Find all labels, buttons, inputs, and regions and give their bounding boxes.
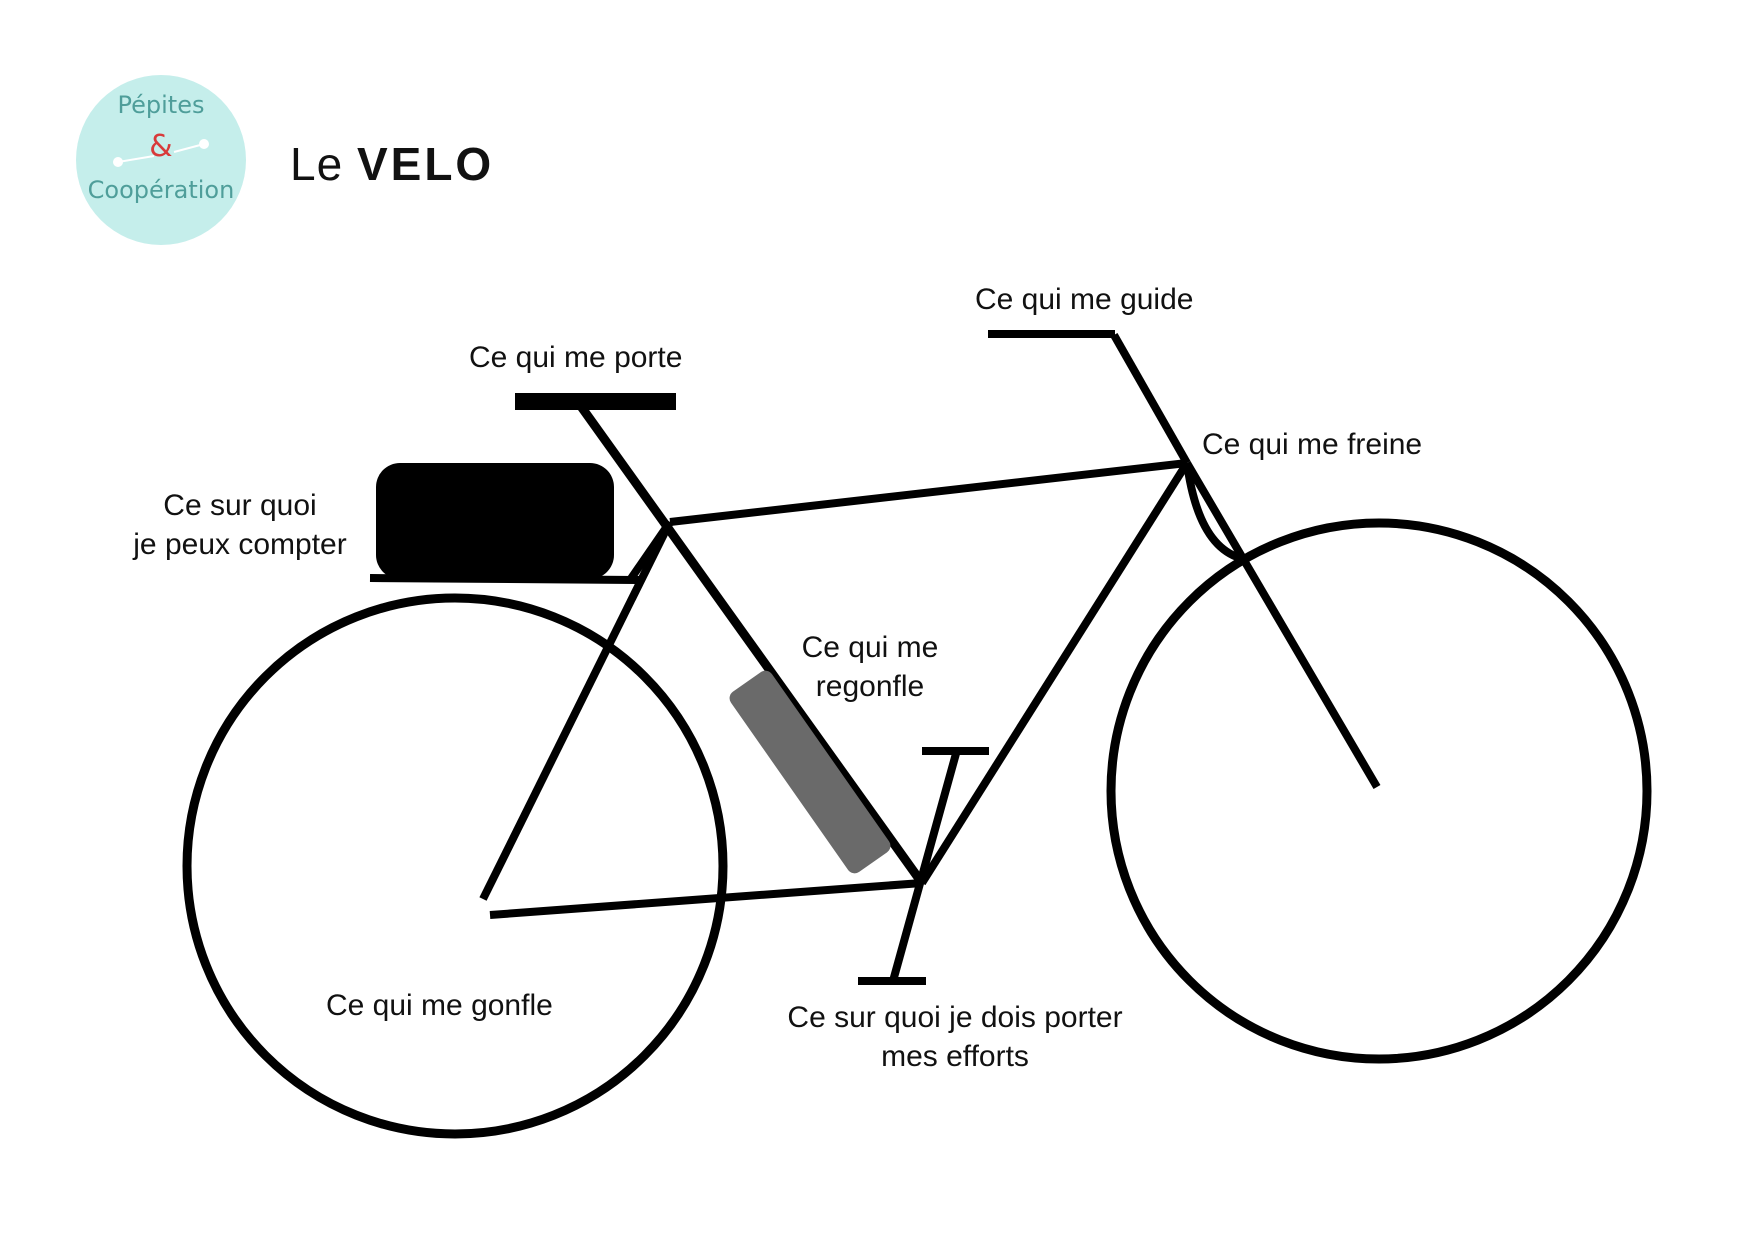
seat-stay — [479, 520, 674, 901]
down-tube — [918, 460, 1191, 886]
top-tube — [669, 459, 1188, 526]
label-porte: Ce qui me porte — [469, 341, 683, 374]
label-efforts-line-2: mes efforts — [881, 1040, 1029, 1073]
label-regonfle-line-2: regonfle — [815, 670, 925, 703]
logo-constellation — [113, 139, 209, 167]
logo-line-1: Pépites — [117, 91, 205, 119]
handlebar — [988, 330, 1115, 338]
brake-cable — [1183, 462, 1242, 562]
fork — [1183, 460, 1381, 790]
chain-stay — [489, 879, 923, 919]
label-compter: Ce sur quoi je peux compter — [110, 486, 370, 564]
seat-tube — [576, 402, 926, 886]
page-title: Le VELO — [290, 137, 494, 191]
label-compter-line-2: je peux compter — [133, 528, 347, 561]
rack-strut — [626, 519, 674, 583]
logo-line-2: Coopération — [87, 176, 235, 204]
label-efforts: Ce sur quoi je dois porter mes efforts — [755, 998, 1155, 1076]
handlebar-stem — [1110, 333, 1191, 465]
label-regonfle-line-1: Ce qui me — [801, 631, 939, 664]
label-efforts-line-1: Ce sur quoi je dois porter — [787, 1001, 1123, 1034]
label-compter-line-1: Ce sur quoi — [163, 489, 317, 522]
pump — [729, 670, 891, 874]
bag — [376, 463, 614, 579]
label-guide: Ce qui me guide — [975, 283, 1194, 316]
logo-ampersand: & — [149, 129, 173, 164]
label-regonfle: Ce qui me regonfle — [770, 628, 970, 706]
front-wheel — [1106, 518, 1652, 1064]
label-gonfle: Ce qui me gonfle — [326, 989, 553, 1022]
saddle — [515, 393, 676, 410]
title-emphasis: VELO — [356, 138, 495, 190]
rear-wheel — [182, 593, 728, 1139]
crank-arm — [889, 748, 961, 983]
logo: Pépites & Coopération — [76, 75, 246, 245]
label-freine: Ce qui me freine — [1202, 428, 1423, 461]
title-prefix: Le — [290, 138, 344, 190]
